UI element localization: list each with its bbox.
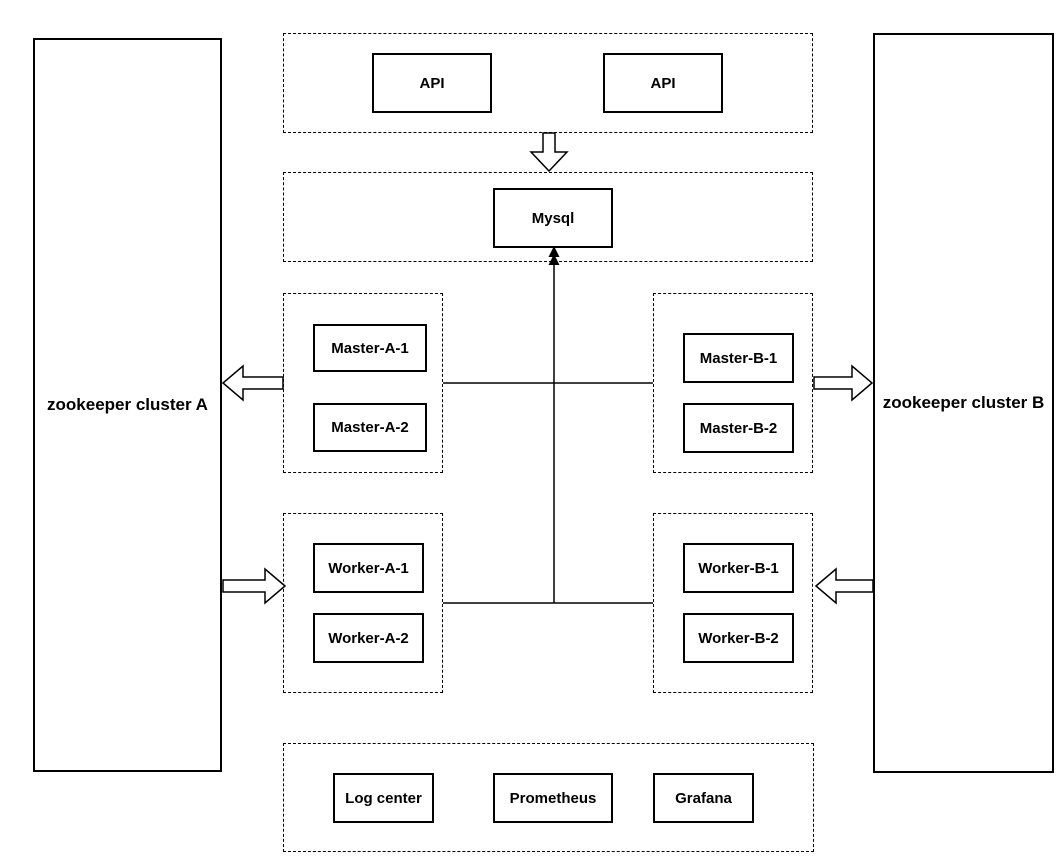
master-b-1-node: Master-B-1 [683, 333, 794, 383]
api-to-mysql-arrow-icon [529, 132, 569, 173]
zookeeper-cluster-b-box: zookeeper cluster B [873, 33, 1054, 773]
worker-b-group-box [653, 513, 813, 693]
cluster-b-to-worker-b-arrow-icon [814, 567, 874, 605]
mysql-group-box [283, 172, 813, 262]
log-center-node: Log center [333, 773, 434, 823]
master-b-to-cluster-b-arrow-icon [813, 364, 874, 402]
monitoring-group-box [283, 743, 814, 852]
master-a-2-node: Master-A-2 [313, 403, 427, 452]
zookeeper-cluster-a-label: zookeeper cluster A [47, 395, 208, 414]
api-node-1: API [372, 53, 492, 113]
grafana-node: Grafana [653, 773, 754, 823]
worker-b-1-node: Worker-B-1 [683, 543, 794, 593]
worker-a-group-box [283, 513, 443, 693]
master-a-1-node: Master-A-1 [313, 324, 427, 372]
api-node-2: API [603, 53, 723, 113]
cluster-a-to-worker-a-arrow-icon [222, 567, 287, 605]
zookeeper-cluster-b-label: zookeeper cluster B [882, 393, 1045, 412]
worker-b-2-node: Worker-B-2 [683, 613, 794, 663]
mysql-node: Mysql [493, 188, 613, 248]
master-a-to-cluster-a-arrow-icon [221, 364, 284, 402]
master-b-2-node: Master-B-2 [683, 403, 794, 453]
master-b-group-box [653, 293, 813, 473]
prometheus-node: Prometheus [493, 773, 613, 823]
worker-a-2-node: Worker-A-2 [313, 613, 424, 663]
worker-a-1-node: Worker-A-1 [313, 543, 424, 593]
zookeeper-cluster-a-box: zookeeper cluster A [33, 38, 222, 772]
api-group-box [283, 33, 813, 133]
